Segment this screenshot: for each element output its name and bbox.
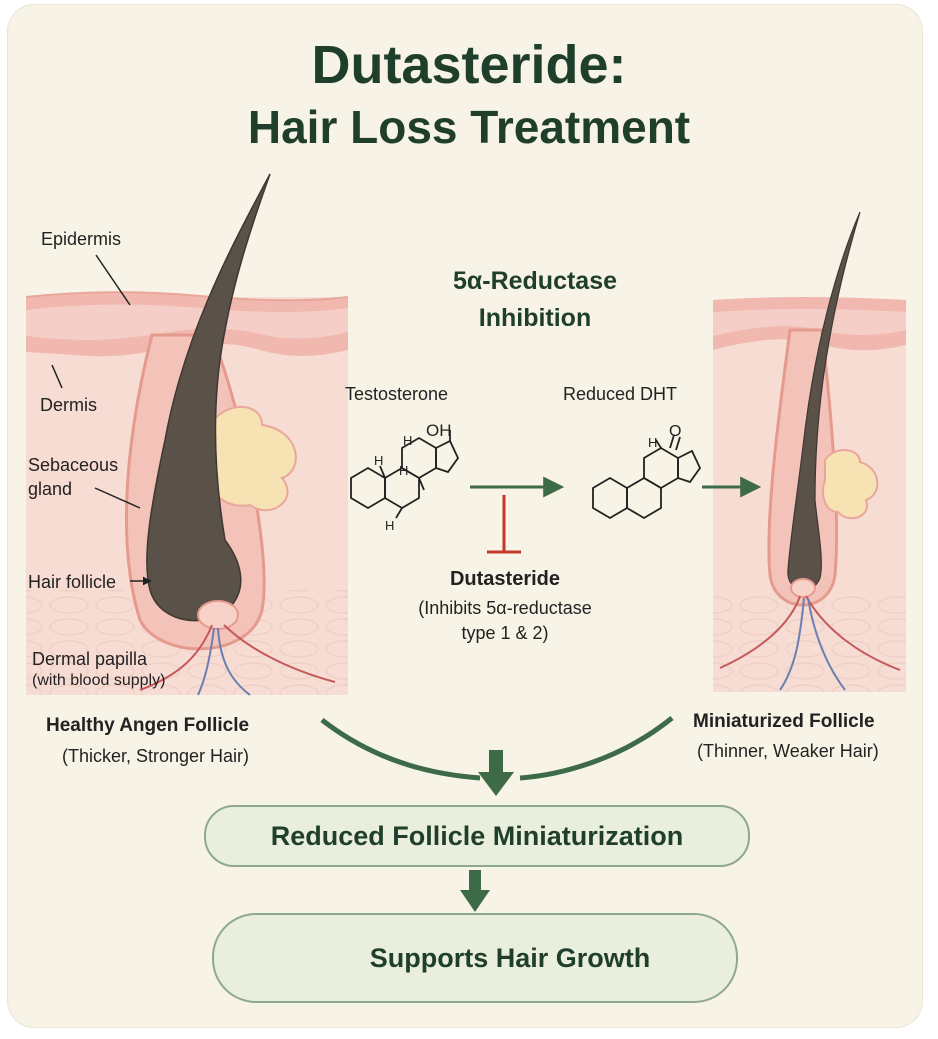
drug-name: Dutasteride	[449, 568, 561, 590]
label-epidermis: Epidermis	[41, 229, 122, 249]
arrow-down-icon	[478, 750, 514, 796]
arrow-down-icon-2	[460, 870, 490, 912]
dht-label: Reduced DHT	[563, 384, 678, 404]
label-sebaceous-1: Sebaceous	[28, 455, 119, 475]
title-line-1: Dutasteride:	[311, 35, 627, 95]
dermis-leader	[51, 364, 63, 389]
h-atom-1: H	[374, 453, 384, 468]
drug-action-2: type 1 & 2)	[461, 623, 549, 643]
healthy-follicle-name: Healthy Angen Follicle	[46, 715, 250, 736]
miniaturized-follicle-name: Miniaturized Follicle	[693, 711, 875, 732]
dht-structure	[592, 434, 702, 520]
drug-action-1: (Inhibits 5α-reductase	[418, 598, 592, 618]
oh-group-label: OH	[426, 421, 452, 440]
h-atom-5: H	[648, 435, 658, 450]
testosterone-label: Testosterone	[345, 384, 449, 404]
label-hair-follicle: Hair follicle	[28, 572, 117, 592]
outcome-step-1-label: Reduced Follicle Miniaturization	[270, 820, 684, 851]
inhibition-t-icon	[487, 495, 521, 554]
mechanism-heading-1: 5α-Reductase	[452, 267, 618, 295]
label-dermis: Dermis	[40, 395, 97, 415]
title-line-2: Hair Loss Treatment	[247, 101, 691, 153]
healthy-follicle-desc: (Thicker, Stronger Hair)	[62, 746, 250, 766]
outcome-step-1: Reduced Follicle Miniaturization	[204, 805, 750, 867]
left-converge-arrow	[320, 718, 481, 781]
h-atom-4: H	[385, 518, 395, 533]
h-atom-2: H	[399, 463, 409, 478]
sebaceous-leader	[94, 487, 141, 509]
label-papilla-2: (with blood supply)	[32, 672, 166, 689]
label-papilla-1: Dermal papilla	[32, 649, 148, 669]
outcome-step-2: Supports Hair Growth	[212, 913, 738, 1003]
outcome-step-2-label: Supports Hair Growth	[369, 942, 651, 973]
keto-group-label: O	[669, 423, 682, 440]
h-atom-3: H	[403, 433, 413, 448]
miniaturized-follicle	[719, 211, 901, 691]
mechanism-heading-2: Inhibition	[478, 304, 592, 332]
testosterone-structure	[350, 430, 460, 519]
right-converge-arrow	[519, 716, 674, 781]
epidermis-leader	[95, 254, 131, 306]
miniaturized-follicle-desc: (Thinner, Weaker Hair)	[697, 741, 879, 761]
healthy-follicle	[124, 173, 336, 696]
label-sebaceous-2: gland	[28, 479, 73, 499]
